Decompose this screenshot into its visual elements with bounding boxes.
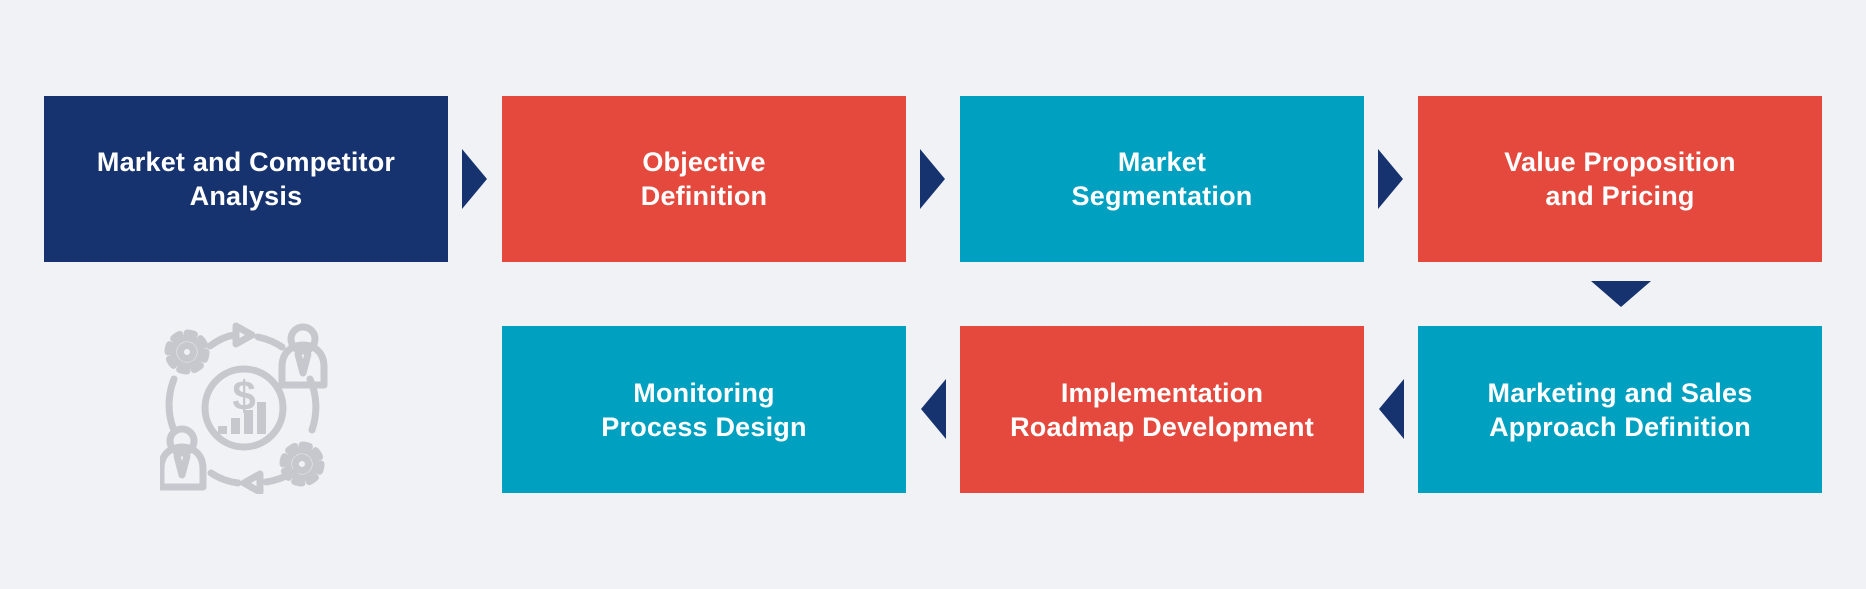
step-box-market-segmentation: Market Segmentation	[960, 96, 1364, 262]
step-label: Marketing and Sales Approach Definition	[1487, 377, 1753, 442]
arrow-left-icon	[1379, 379, 1404, 439]
cycle-arrow-icon	[165, 322, 320, 494]
step-box-implementation-roadmap-development: Implementation Roadmap Development	[960, 326, 1364, 493]
step-label: Monitoring Process Design	[601, 377, 807, 442]
arrow-down-icon	[1591, 281, 1651, 307]
step-box-value-proposition-and-pricing: Value Proposition and Pricing	[1418, 96, 1822, 262]
step-box-marketing-and-sales-approach-definition: Marketing and Sales Approach Definition	[1418, 326, 1822, 493]
arrow-left-icon	[921, 379, 946, 439]
step-box-monitoring-process-design: Monitoring Process Design	[502, 326, 906, 493]
arrow-right-icon	[1378, 149, 1403, 209]
step-label: Objective Definition	[640, 147, 768, 211]
arrow-right-icon	[462, 149, 487, 209]
step-label: Market Segmentation	[1071, 147, 1253, 211]
svg-text:$: $	[232, 372, 255, 419]
step-box-objective-definition: Objective Definition	[502, 96, 906, 262]
step-box-market-and-competitor-analysis: Market and Competitor Analysis	[44, 96, 448, 262]
step-label: Value Proposition and Pricing	[1504, 147, 1736, 211]
step-label: Market and Competitor Analysis	[96, 147, 396, 211]
step-label: Implementation Roadmap Development	[1010, 377, 1314, 442]
dollar-bar-chart-circle-icon: $	[201, 365, 287, 451]
arrow-right-icon	[920, 149, 945, 209]
business-process-cycle-icon: $	[160, 322, 332, 494]
